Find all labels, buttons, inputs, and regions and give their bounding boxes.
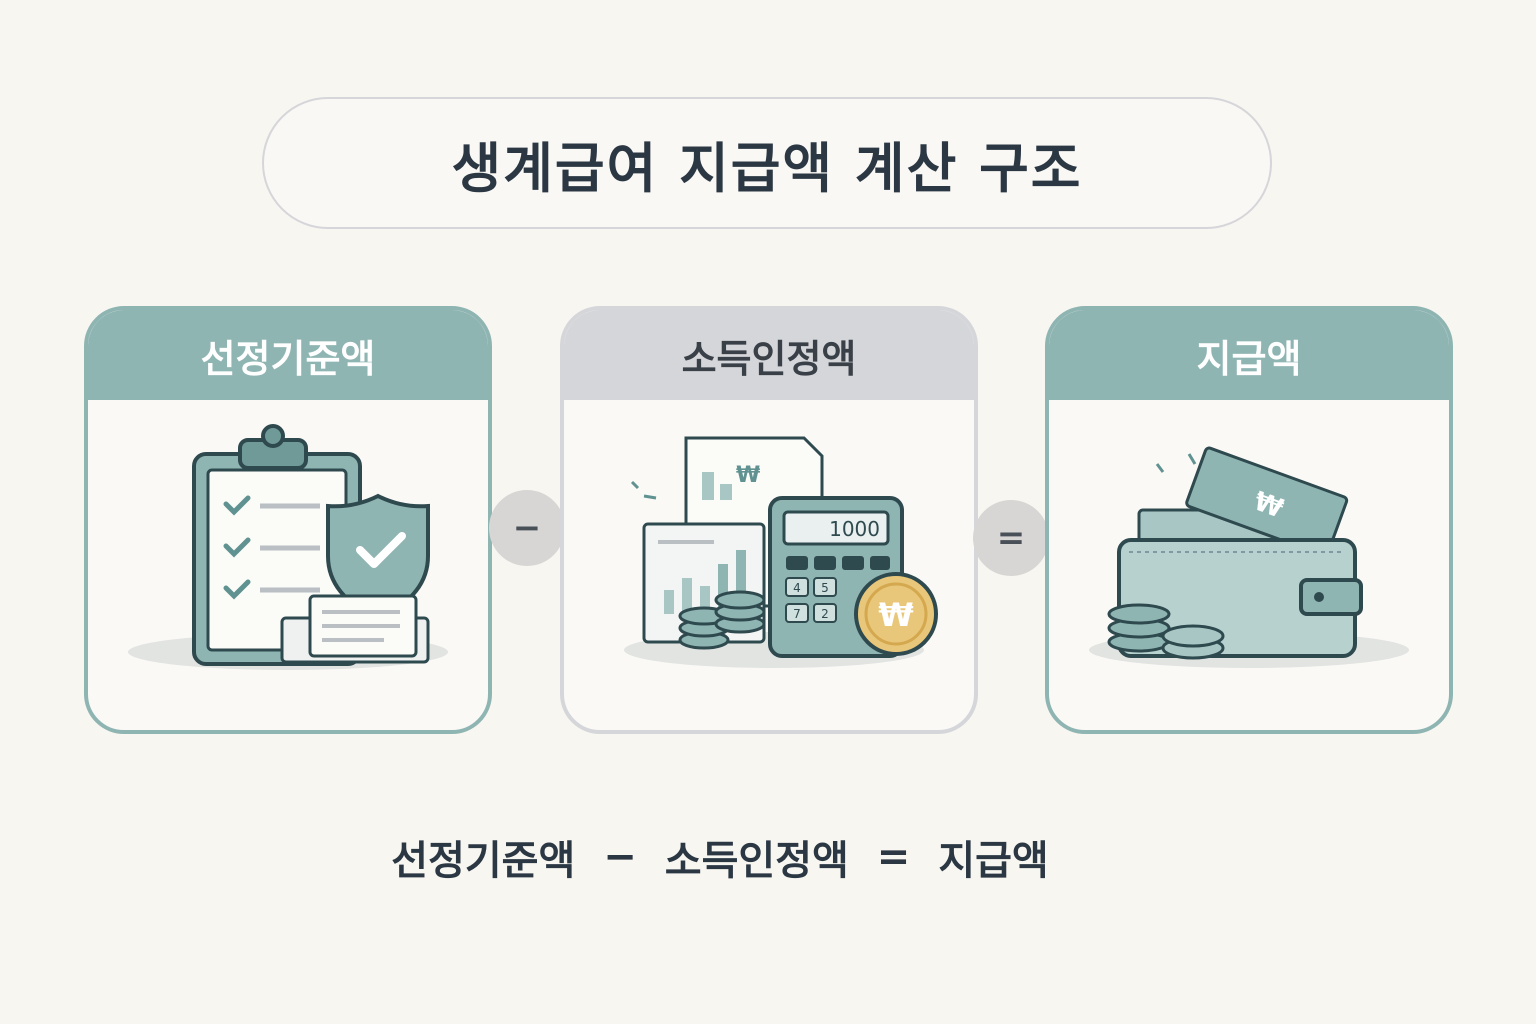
- document-card-icon: [280, 594, 430, 664]
- minus-symbol: −: [512, 508, 542, 548]
- won-coin-icon: ₩: [854, 572, 938, 656]
- card-label: 선정기준액: [200, 336, 376, 381]
- calculator-key: 5: [821, 581, 829, 595]
- card-header: 소득인정액: [564, 310, 974, 400]
- card-payment-amount: 지급액 ₩: [1045, 306, 1453, 734]
- calculator-key: 7: [793, 607, 801, 621]
- equals-operator: =: [973, 500, 1049, 576]
- card-illustration: ₩ 1000 4: [564, 400, 974, 730]
- formula-result: 지급액: [938, 838, 1049, 884]
- formula-minus: −: [603, 834, 637, 880]
- card-recognized-income: 소득인정액 ₩ 1000: [560, 306, 978, 734]
- card-label: 소득인정액: [681, 336, 857, 381]
- card-illustration: [88, 400, 488, 730]
- coin-currency-label: ₩: [878, 596, 913, 634]
- equals-symbol: =: [996, 518, 1026, 558]
- card-header: 선정기준액: [88, 310, 488, 400]
- coin-stack-icon: [678, 590, 766, 650]
- calculator-key: 2: [821, 607, 829, 621]
- calculator-display: 1000: [829, 517, 880, 541]
- formula-term-selection-standard: 선정기준액: [391, 838, 576, 884]
- card-header: 지급액: [1049, 310, 1449, 400]
- card-selection-standard: 선정기준액: [84, 306, 492, 734]
- formula-term-recognized-income: 소득인정액: [664, 838, 849, 884]
- coin-stack-icon: [1107, 603, 1225, 660]
- minus-operator: −: [489, 490, 565, 566]
- card-illustration: ₩: [1049, 400, 1449, 730]
- formula-equals: =: [876, 834, 911, 880]
- title-banner: 생계급여 지급액 계산 구조: [262, 97, 1272, 229]
- formula-line: 선정기준액 − 소득인정액 = 지급액: [0, 828, 1440, 886]
- calculator-key: 4: [793, 581, 801, 595]
- doc-currency-label: ₩: [736, 463, 760, 488]
- card-label: 지급액: [1196, 336, 1302, 381]
- page-title: 생계급여 지급액 계산 구조: [451, 136, 1083, 200]
